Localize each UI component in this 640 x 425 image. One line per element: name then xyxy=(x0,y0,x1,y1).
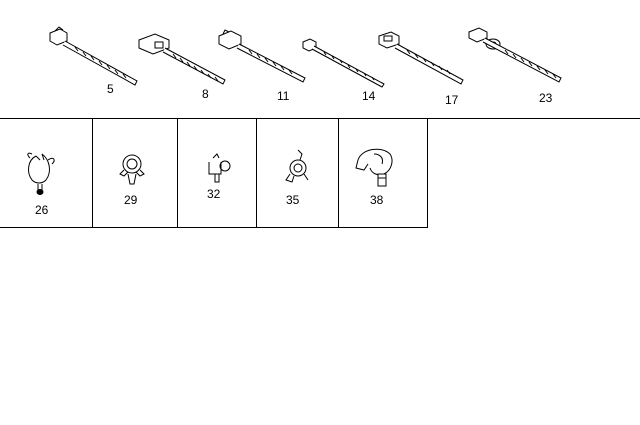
cable-tie-11-label: 11 xyxy=(277,89,290,103)
grid-bottom-line xyxy=(0,227,428,228)
clip-26-label: 26 xyxy=(35,203,49,217)
clip-38-label: 38 xyxy=(370,193,384,207)
cable-tie-5[interactable]: 5 xyxy=(45,25,145,100)
cable-tie-11-drawing xyxy=(215,28,310,88)
grid-top-line xyxy=(0,118,640,119)
clip-cell-26[interactable]: 26 xyxy=(0,118,92,227)
clip-cell-38[interactable]: 38 xyxy=(338,118,427,227)
grid-divider-2 xyxy=(177,118,178,228)
cable-tie-17[interactable]: 17 xyxy=(375,30,470,108)
cable-tie-17-drawing xyxy=(375,30,470,90)
cable-tie-11[interactable]: 11 xyxy=(215,28,310,103)
cable-tie-23-label: 23 xyxy=(539,91,553,105)
clip-26-drawing xyxy=(22,150,62,198)
cable-tie-5-label: 5 xyxy=(107,82,114,96)
cable-tie-14-drawing xyxy=(300,36,390,96)
clip-29-label: 29 xyxy=(124,193,138,207)
cable-tie-14[interactable]: 14 xyxy=(300,36,390,104)
cable-tie-23[interactable]: 23 xyxy=(465,26,575,106)
clip-29-drawing xyxy=(116,150,156,190)
clip-cell-29[interactable]: 29 xyxy=(92,118,177,227)
grid-divider-1 xyxy=(92,118,93,228)
grid-divider-5 xyxy=(427,118,428,228)
clip-38-drawing xyxy=(354,144,402,192)
cable-tie-8[interactable]: 8 xyxy=(135,30,230,102)
grid-divider-4 xyxy=(338,118,339,228)
cable-tie-8-label: 8 xyxy=(202,87,209,101)
clip-cell-32[interactable]: 32 xyxy=(177,118,256,227)
cable-tie-row: 5 8 11 14 xyxy=(0,0,640,118)
cable-tie-23-drawing xyxy=(465,26,575,86)
clip-32-label: 32 xyxy=(207,187,221,201)
clip-35-drawing xyxy=(280,148,316,188)
grid-divider-3 xyxy=(256,118,257,228)
cable-tie-8-drawing xyxy=(135,30,230,90)
clip-35-label: 35 xyxy=(286,193,300,207)
cable-tie-14-label: 14 xyxy=(362,89,376,103)
clip-32-drawing xyxy=(201,152,237,188)
cable-tie-17-label: 17 xyxy=(445,93,459,107)
cable-tie-5-drawing xyxy=(45,25,145,85)
clip-cell-35[interactable]: 35 xyxy=(256,118,338,227)
